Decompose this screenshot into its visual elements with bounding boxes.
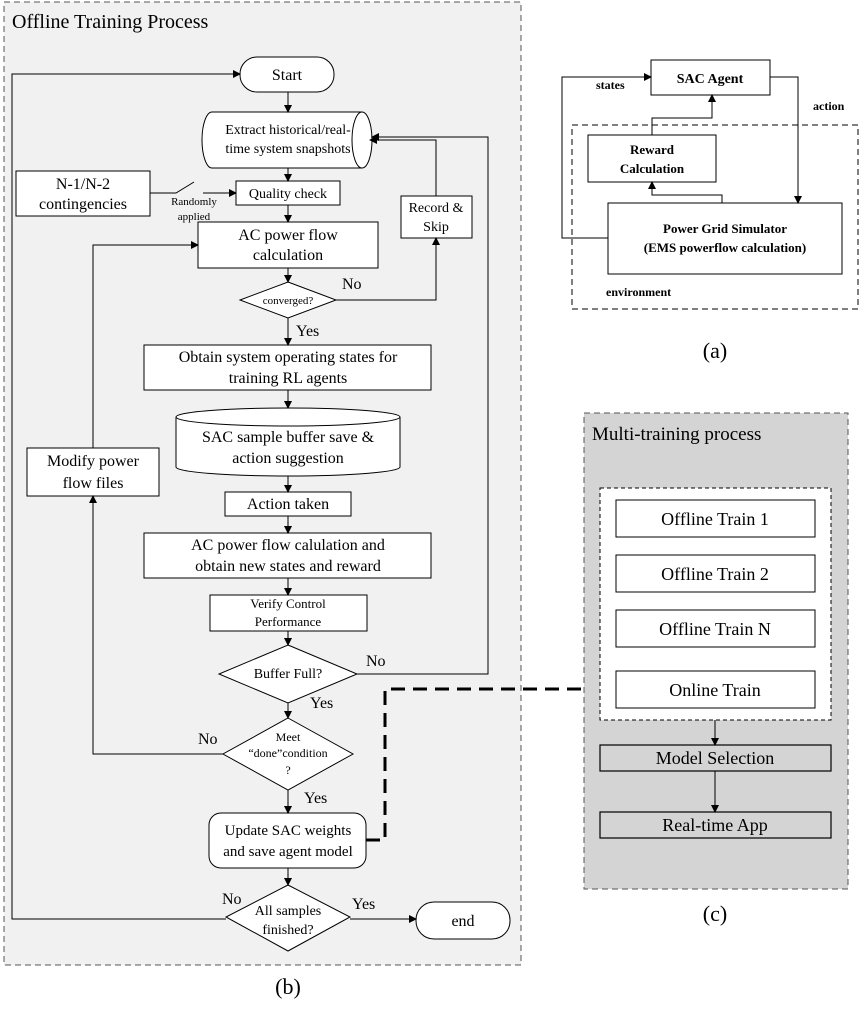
action-taken-label: Action taken: [247, 496, 329, 513]
ac-power-flow-node: [197, 221, 379, 269]
realtime-app-label: Real-time App: [662, 815, 767, 835]
contingencies-label-2: contingencies: [39, 196, 127, 213]
extract-node: [201, 111, 373, 169]
reward-calculation-node: [587, 134, 717, 183]
sac-buffer-label-1: SAC sample buffer save &: [202, 429, 375, 446]
verify-control-node: [209, 594, 368, 632]
model-selection-node: [599, 744, 832, 772]
reward-label-2: Calculation: [620, 161, 685, 176]
power-grid-simulator-node: [607, 202, 843, 275]
all-samples-decision: [224, 884, 352, 952]
converged-label: converged?: [263, 295, 314, 307]
panel-c-caption: (c): [703, 901, 727, 926]
start-label: Start: [272, 67, 303, 84]
randomly-label-1: Randomly: [171, 196, 217, 208]
quality-check-label: Quality check: [249, 187, 327, 202]
online-train-label: Online Train: [669, 680, 761, 700]
contingencies-node: [15, 170, 151, 217]
modify-label-1: Modify power: [47, 453, 140, 470]
offline-train-2-node: [615, 554, 816, 593]
extract-label-1: Extract historical/real-: [225, 123, 351, 138]
sac-buffer-label-2: action suggestion: [232, 450, 344, 467]
modify-power-flow-node: [26, 447, 160, 497]
panel-c: Multi-training process Offline Train 1 O…: [583, 412, 849, 926]
panel-b-title: Offline Training Process: [12, 11, 209, 33]
contingencies-label-1: N-1/N-2: [56, 176, 110, 193]
panel-c-title: Multi-training process: [592, 424, 761, 445]
action-label: action: [813, 99, 845, 113]
simulator-label-1: Power Grid Simulator: [663, 221, 787, 236]
offline-train-1-label: Offline Train 1: [661, 509, 769, 529]
offline-train-n-node: [615, 609, 816, 648]
done-label-1: Meet: [276, 730, 301, 744]
action-taken-node: [224, 491, 352, 517]
simulator-label-2: (EMS powerflow calculation): [644, 240, 806, 255]
converged-yes-label: Yes: [296, 323, 319, 340]
obtain-states-node: [143, 344, 432, 391]
online-train-node: [615, 670, 816, 709]
offline-train-n-label: Offline Train N: [659, 619, 771, 639]
end-label: end: [451, 913, 474, 930]
all-samples-no-label: No: [222, 891, 242, 908]
panel-b-caption: (b): [275, 974, 301, 999]
all-samples-label-1: All samples: [255, 904, 322, 919]
buffer-full-no-label: No: [366, 653, 386, 670]
reward-label-1: Reward: [630, 142, 675, 157]
obtain-states-label-1: Obtain system operating states for: [179, 349, 398, 366]
realtime-app-node: [599, 811, 832, 839]
obtain-states-label-2: training RL agents: [229, 370, 348, 387]
offline-train-1-node: [615, 499, 816, 538]
panel-a: SAC Agent Reward Calculation Power Grid …: [561, 59, 859, 363]
extract-label-2: time system snapshots: [225, 142, 350, 157]
all-samples-yes-label: Yes: [352, 896, 375, 913]
acpf2-label-1: AC power flow calulation and: [191, 537, 385, 554]
done-no-label: No: [198, 731, 218, 748]
buffer-full-yes-label: Yes: [310, 695, 333, 712]
update-label-1: Update SAC weights: [225, 823, 352, 839]
ac-power-flow-label-1: AC power flow: [238, 227, 338, 244]
model-selection-label: Model Selection: [656, 748, 774, 768]
sac-buffer-node: [175, 407, 401, 477]
done-label-3: ?: [285, 763, 290, 777]
panel-a-connectors: [561, 73, 802, 239]
update-label-2: and save agent model: [223, 844, 353, 860]
ac-power-flow-label-2: calculation: [253, 247, 323, 264]
buffer-full-label: Buffer Full?: [254, 667, 323, 682]
modify-label-2: flow files: [63, 475, 124, 492]
converged-no-label: No: [342, 276, 362, 293]
done-label-2: “done”condition: [248, 746, 327, 760]
verify-label-2: Performance: [255, 614, 322, 629]
offline-train-2-label: Offline Train 2: [661, 564, 769, 584]
panel-b-connectors: [11, 70, 615, 923]
all-samples-label-2: finished?: [262, 923, 313, 938]
record-skip-label-1: Record &: [409, 201, 464, 216]
states-label: states: [596, 78, 625, 92]
panel-a-caption: (a): [703, 338, 727, 363]
environment-label: environment: [606, 285, 671, 299]
record-skip-label-2: Skip: [423, 220, 449, 235]
panel-b: Offline Training Process Start Extract h…: [3, 1, 615, 999]
record-skip-node: [400, 195, 473, 239]
acpf2-label-2: obtain new states and reward: [195, 558, 381, 575]
randomly-label-2: applied: [178, 211, 211, 223]
environment-frame: [571, 124, 859, 310]
done-yes-label: Yes: [304, 790, 327, 807]
verify-label-1: Verify Control: [250, 596, 326, 611]
sac-agent-label: SAC Agent: [677, 72, 744, 87]
